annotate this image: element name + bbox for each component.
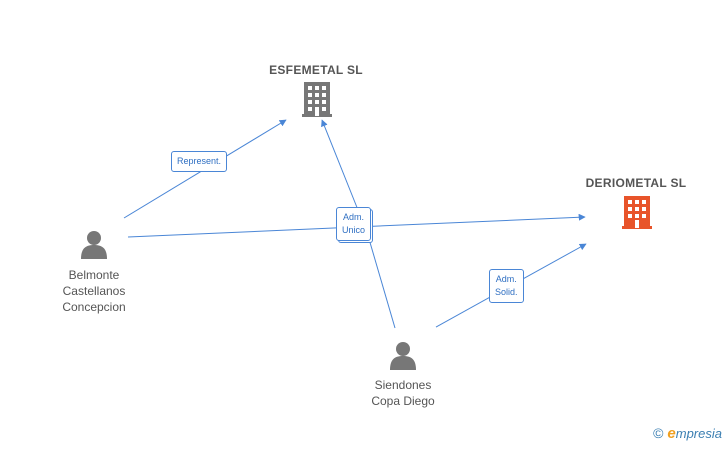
brand-logo-e: e: [667, 425, 676, 442]
company-label-esfemetal[interactable]: ESFEMETAL SL: [269, 63, 363, 77]
person-icon[interactable]: [81, 231, 107, 259]
copyright-symbol: ©: [653, 425, 664, 441]
person-label-siendones[interactable]: Siendones Copa Diego: [371, 378, 435, 408]
edge-siendones-esfemetal: [321, 119, 361, 216]
person-icon[interactable]: [390, 342, 416, 370]
person-label-belmonte[interactable]: Belmonte Castellanos Concepcion: [62, 268, 126, 314]
building-icon[interactable]: [302, 82, 332, 117]
company-label-deriometal[interactable]: DERIOMETAL SL: [585, 176, 687, 190]
empresia-brand[interactable]: ©empresia: [653, 425, 722, 442]
edge-label-represent: Represent.: [171, 151, 228, 172]
edge-label-adm-solid: Adm. Solid.: [489, 269, 524, 303]
building-icon[interactable]: [622, 196, 652, 229]
brand-name: mpresia: [675, 426, 722, 441]
edge-label-adm-unico: Adm. Unico: [336, 207, 372, 241]
